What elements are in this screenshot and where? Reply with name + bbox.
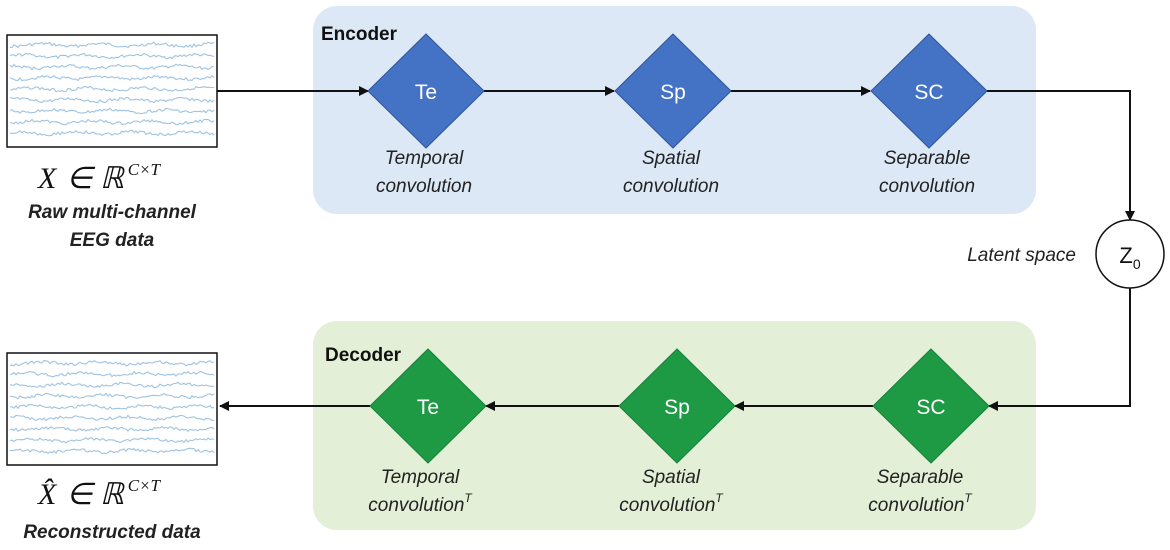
- output-label: Reconstructed data: [23, 522, 201, 543]
- eeg-channel-trace: [9, 414, 215, 422]
- encoder-node-sc: SC: [870, 33, 988, 149]
- output-math: X̂ ∈ ℝ C×T: [37, 476, 162, 511]
- input-label-line1: Raw multi-channel: [28, 202, 197, 223]
- encoder-sp-label2: convolution: [623, 176, 719, 197]
- eeg-channel-trace: [9, 118, 215, 126]
- decoder-sc-label1: Separable: [877, 467, 964, 488]
- latent-label: Latent space: [967, 245, 1076, 266]
- decoder-node-sp: Sp: [618, 348, 736, 464]
- eeg-channel-trace: [9, 74, 215, 82]
- latent-node: Z0: [1095, 219, 1165, 289]
- eeg-channel-trace: [10, 425, 215, 433]
- eeg-channel-trace: [9, 129, 215, 137]
- decoder-sp-label1: Spatial: [642, 467, 701, 488]
- svg-text:Te: Te: [417, 396, 439, 419]
- eeg-channel-trace: [9, 96, 215, 104]
- eeg-channel-trace: [9, 370, 215, 378]
- eeg-channel-trace: [9, 359, 215, 367]
- arrow-sc-to-latent: [987, 90, 1135, 221]
- encoder-te-label1: Temporal: [385, 148, 464, 169]
- encoder-title: Encoder: [321, 24, 398, 45]
- eeg-channel-trace: [9, 52, 215, 60]
- svg-text:SC: SC: [916, 396, 945, 419]
- svg-text:Sp: Sp: [660, 81, 686, 104]
- eeg-channel-trace: [9, 85, 215, 93]
- eeg-channel-trace: [9, 63, 215, 71]
- eeg-channel-trace: [9, 107, 215, 115]
- svg-text:SC: SC: [914, 81, 943, 104]
- eeg-channel-trace: [9, 381, 215, 389]
- encoder-sc-label1: Separable: [884, 148, 971, 169]
- svg-text:Te: Te: [415, 81, 437, 104]
- eeg-channel-trace: [10, 447, 215, 455]
- svg-text:Z0: Z0: [1119, 243, 1140, 272]
- arrow-latent-to-sc: [988, 288, 1131, 411]
- input-eeg-plot: [6, 34, 218, 148]
- decoder-te-label1: Temporal: [381, 467, 460, 488]
- decoder-te-label2: convolutionT: [368, 491, 473, 516]
- encoder-node-te: Te: [367, 33, 485, 149]
- encoder-sp-label1: Spatial: [642, 148, 701, 169]
- eeg-channel-trace: [9, 437, 215, 444]
- eeg-channel-trace: [9, 41, 215, 49]
- eeg-channel-trace: [9, 403, 215, 411]
- decoder-node-te: Te: [369, 348, 487, 464]
- encoder-node-sp: Sp: [614, 33, 732, 149]
- svg-text:Sp: Sp: [664, 396, 690, 419]
- input-math: X ∈ ℝ C×T: [37, 160, 162, 195]
- decoder-node-sc: SC: [872, 348, 990, 464]
- decoder-sc-label2: convolutionT: [868, 491, 973, 516]
- decoder-sp-label2: convolutionT: [619, 491, 724, 516]
- encoder-te-label2: convolution: [376, 176, 472, 197]
- output-eeg-plot: [6, 352, 218, 466]
- encoder-sc-label2: convolution: [879, 176, 975, 197]
- input-label-line2: EEG data: [70, 230, 155, 251]
- eeg-channel-trace: [9, 392, 215, 400]
- decoder-title: Decoder: [325, 345, 402, 366]
